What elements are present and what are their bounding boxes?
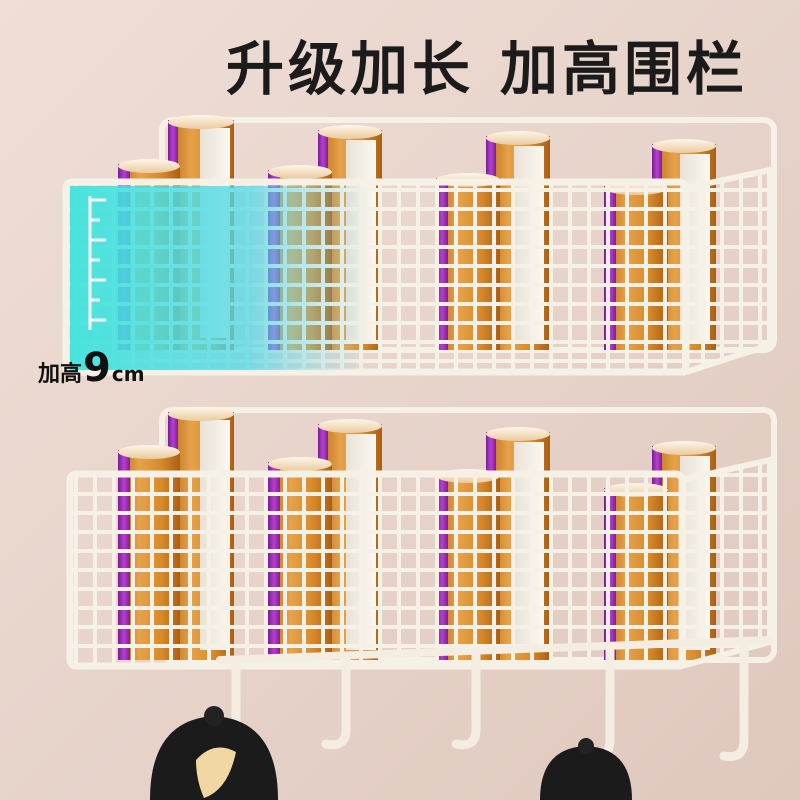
headline-part-2: 加高围栏 <box>499 35 748 103</box>
height-label-prefix: 加高 <box>38 362 83 387</box>
height-label-number: 9 <box>83 345 111 391</box>
upper-basket-side <box>683 166 773 377</box>
upper-shelf <box>62 115 777 377</box>
height-label: 加高 9 cm <box>38 348 145 388</box>
height-highlight <box>70 186 370 370</box>
headline-part-1: 升级加长 <box>225 35 474 103</box>
hanging-racket-bag <box>150 706 278 800</box>
lower-basket-side <box>679 456 773 670</box>
hook-rail <box>216 636 774 664</box>
headline: 升级加长加高围栏 <box>226 22 748 106</box>
lower-basket-grid <box>70 474 682 666</box>
height-label-unit: cm <box>111 362 145 386</box>
lower-shelf <box>66 407 777 800</box>
height-ruler-marks <box>88 196 106 330</box>
hanging-bag-right <box>540 738 632 800</box>
